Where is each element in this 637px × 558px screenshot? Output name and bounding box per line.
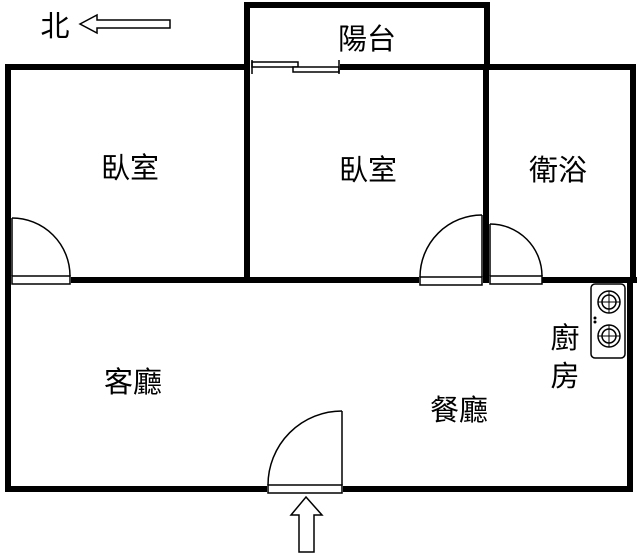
- walls: [5, 2, 637, 492]
- room-label-dining-room: 餐廳: [430, 393, 488, 427]
- entrance-arrow-icon: [289, 495, 324, 553]
- room-label-bedroom-1: 臥室: [101, 151, 159, 185]
- north-label: 北: [40, 9, 69, 43]
- bedroom-2-door[interactable]: [419, 214, 483, 286]
- stove-icon: [590, 283, 626, 359]
- entrance-door[interactable]: [267, 410, 343, 495]
- room-label-living-room: 客廳: [104, 365, 162, 399]
- sliding-door: [250, 60, 340, 74]
- north-arrow-icon: [78, 13, 171, 35]
- bathroom-door[interactable]: [489, 223, 543, 286]
- room-label-kitchen-1: 廚: [550, 321, 579, 355]
- room-label-bathroom: 衛浴: [529, 153, 587, 187]
- bedroom-1-door[interactable]: [11, 217, 71, 285]
- compass: 北: [40, 9, 171, 43]
- room-label-bedroom-2: 臥室: [339, 153, 397, 187]
- room-label-kitchen-2: 房: [550, 359, 579, 393]
- room-label-balcony: 陽台: [338, 22, 396, 56]
